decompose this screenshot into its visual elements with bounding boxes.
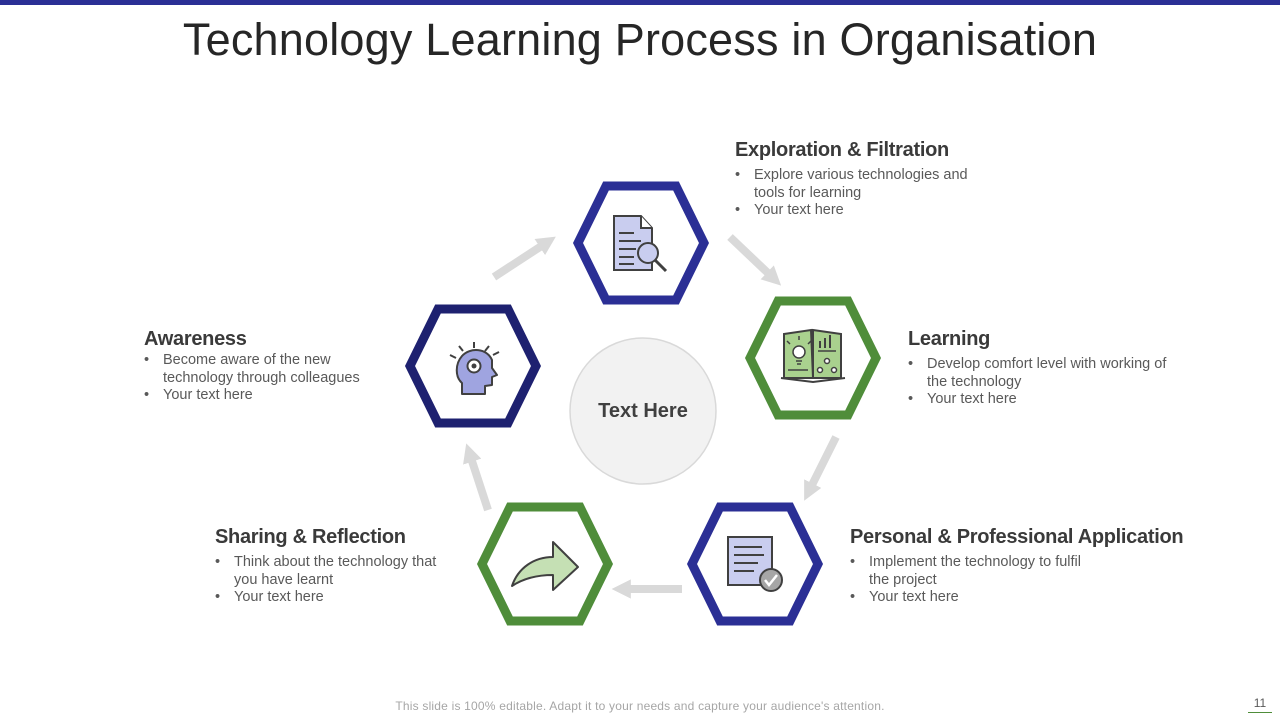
page-number: 11 <box>1248 696 1272 713</box>
stage-title-exploration: Exploration & Filtration <box>735 139 949 161</box>
bullet-item: Explore various technologies and tools f… <box>735 167 985 202</box>
bullet-item: Your text here <box>144 387 384 405</box>
share-arrow-icon <box>511 541 579 591</box>
stage-bullets-awareness: Become aware of the new technology throu… <box>144 352 384 405</box>
bullet-item: Your text here <box>908 391 1168 409</box>
open-book-icon <box>780 328 846 384</box>
center-label: Text Here <box>598 399 688 422</box>
bullet-item: Implement the technology to fulfil the p… <box>850 554 1100 589</box>
stage-title-learning: Learning <box>908 328 991 350</box>
bullet-item: Develop comfort level with working of th… <box>908 356 1168 391</box>
arrow-learning-to-application <box>804 435 840 501</box>
arrow-sharing-to-awareness <box>463 443 492 512</box>
cycle-arrows <box>463 234 840 599</box>
stage-title-sharing: Sharing & Reflection <box>215 526 406 548</box>
stage-bullets-sharing: Think about the technology that you have… <box>215 554 455 607</box>
stage-bullets-exploration: Explore various technologies and tools f… <box>735 167 985 220</box>
bullet-item: Think about the technology that you have… <box>215 554 455 589</box>
arrow-awareness-to-exploration <box>491 236 556 281</box>
stage-bullets-learning: Develop comfort level with working of th… <box>908 356 1168 409</box>
document-search-icon <box>613 215 668 273</box>
bullet-item: Become aware of the new technology throu… <box>144 352 384 387</box>
arrow-exploration-to-learning <box>727 234 782 286</box>
bullet-item: Your text here <box>850 589 1100 607</box>
stage-bullets-application: Implement the technology to fulfil the p… <box>850 554 1100 607</box>
footer-note: This slide is 100% editable. Adapt it to… <box>395 699 885 713</box>
bullet-item: Your text here <box>735 202 985 220</box>
stage-title-awareness: Awareness <box>144 328 247 350</box>
center-circle <box>569 337 717 485</box>
top-accent-bar <box>0 0 1280 5</box>
stage-title-application: Personal & Professional Application <box>850 526 1184 548</box>
bullet-item: Your text here <box>215 589 455 607</box>
document-check-icon <box>727 536 783 592</box>
slide-title: Technology Learning Process in Organisat… <box>182 14 1098 65</box>
head-idea-icon <box>449 342 500 395</box>
